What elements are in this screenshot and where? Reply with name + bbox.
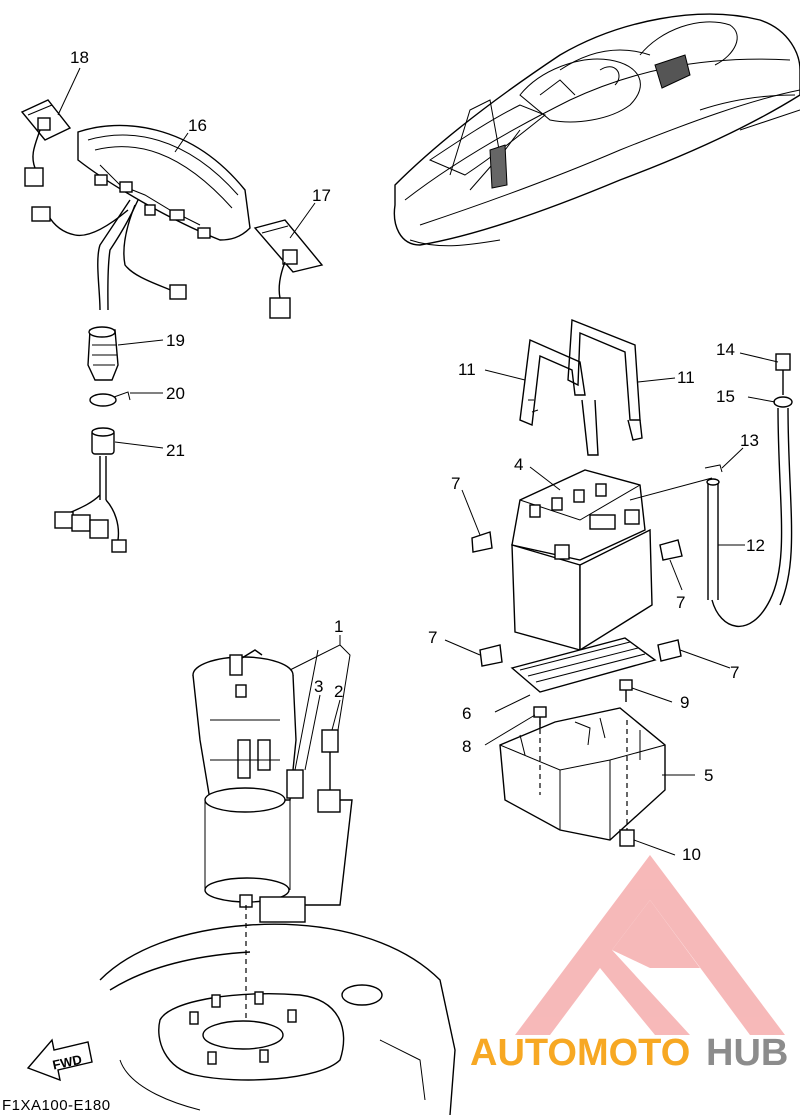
callout-6: 6 [462, 704, 471, 723]
fuel-pump [192, 649, 297, 1040]
callout-7-a: 7 [451, 474, 460, 493]
callout-3: 3 [314, 677, 323, 696]
callout-16: 16 [188, 116, 207, 135]
battery-bands [519, 318, 643, 456]
callout-7-d: 7 [730, 663, 739, 682]
callout-5: 5 [704, 766, 713, 785]
callout-12: 12 [746, 536, 765, 555]
callout-4: 4 [514, 455, 523, 474]
callout-19: 19 [166, 331, 185, 350]
callout-21: 21 [166, 441, 185, 460]
connectors [259, 729, 353, 923]
switch-17 [253, 219, 324, 319]
callout-13: 13 [740, 431, 759, 450]
watermark-logo [515, 855, 785, 1035]
diagram-code: F1XA100-E180 [2, 1097, 111, 1114]
callouts: 18 16 17 19 20 21 11 11 14 15 13 4 12 7 … [70, 48, 765, 864]
harness-parts [54, 326, 131, 553]
callout-2: 2 [334, 682, 343, 701]
callout-11-right: 11 [677, 368, 695, 387]
callout-1: 1 [334, 617, 343, 636]
callout-18: 18 [70, 48, 89, 67]
watermark-text-2: HUB [706, 1032, 788, 1074]
callout-10: 10 [682, 845, 701, 864]
callout-7-c: 7 [428, 628, 437, 647]
breather-hose [704, 353, 793, 628]
bolts [533, 679, 633, 728]
battery-mat [510, 637, 657, 693]
watercraft-illustration [393, 13, 800, 247]
callout-15: 15 [716, 387, 735, 406]
battery [511, 469, 713, 652]
battery-box [499, 707, 666, 847]
pads [471, 531, 683, 667]
switch-18 [20, 99, 72, 187]
meter-assembly [31, 124, 251, 311]
fuel-tank [99, 923, 456, 1115]
callout-11-left: 11 [458, 360, 476, 379]
callout-7-b: 7 [676, 593, 685, 612]
callout-9: 9 [680, 693, 689, 712]
fwd-arrow: FWD [26, 1038, 93, 1082]
callout-20: 20 [166, 384, 185, 403]
callout-17: 17 [312, 186, 331, 205]
leader-lines [57, 67, 779, 856]
fwd-label: FWD [51, 1052, 83, 1073]
watermark-text-1: AUTOMOTO [470, 1032, 690, 1074]
callout-8: 8 [462, 737, 471, 756]
callout-14: 14 [716, 340, 735, 359]
